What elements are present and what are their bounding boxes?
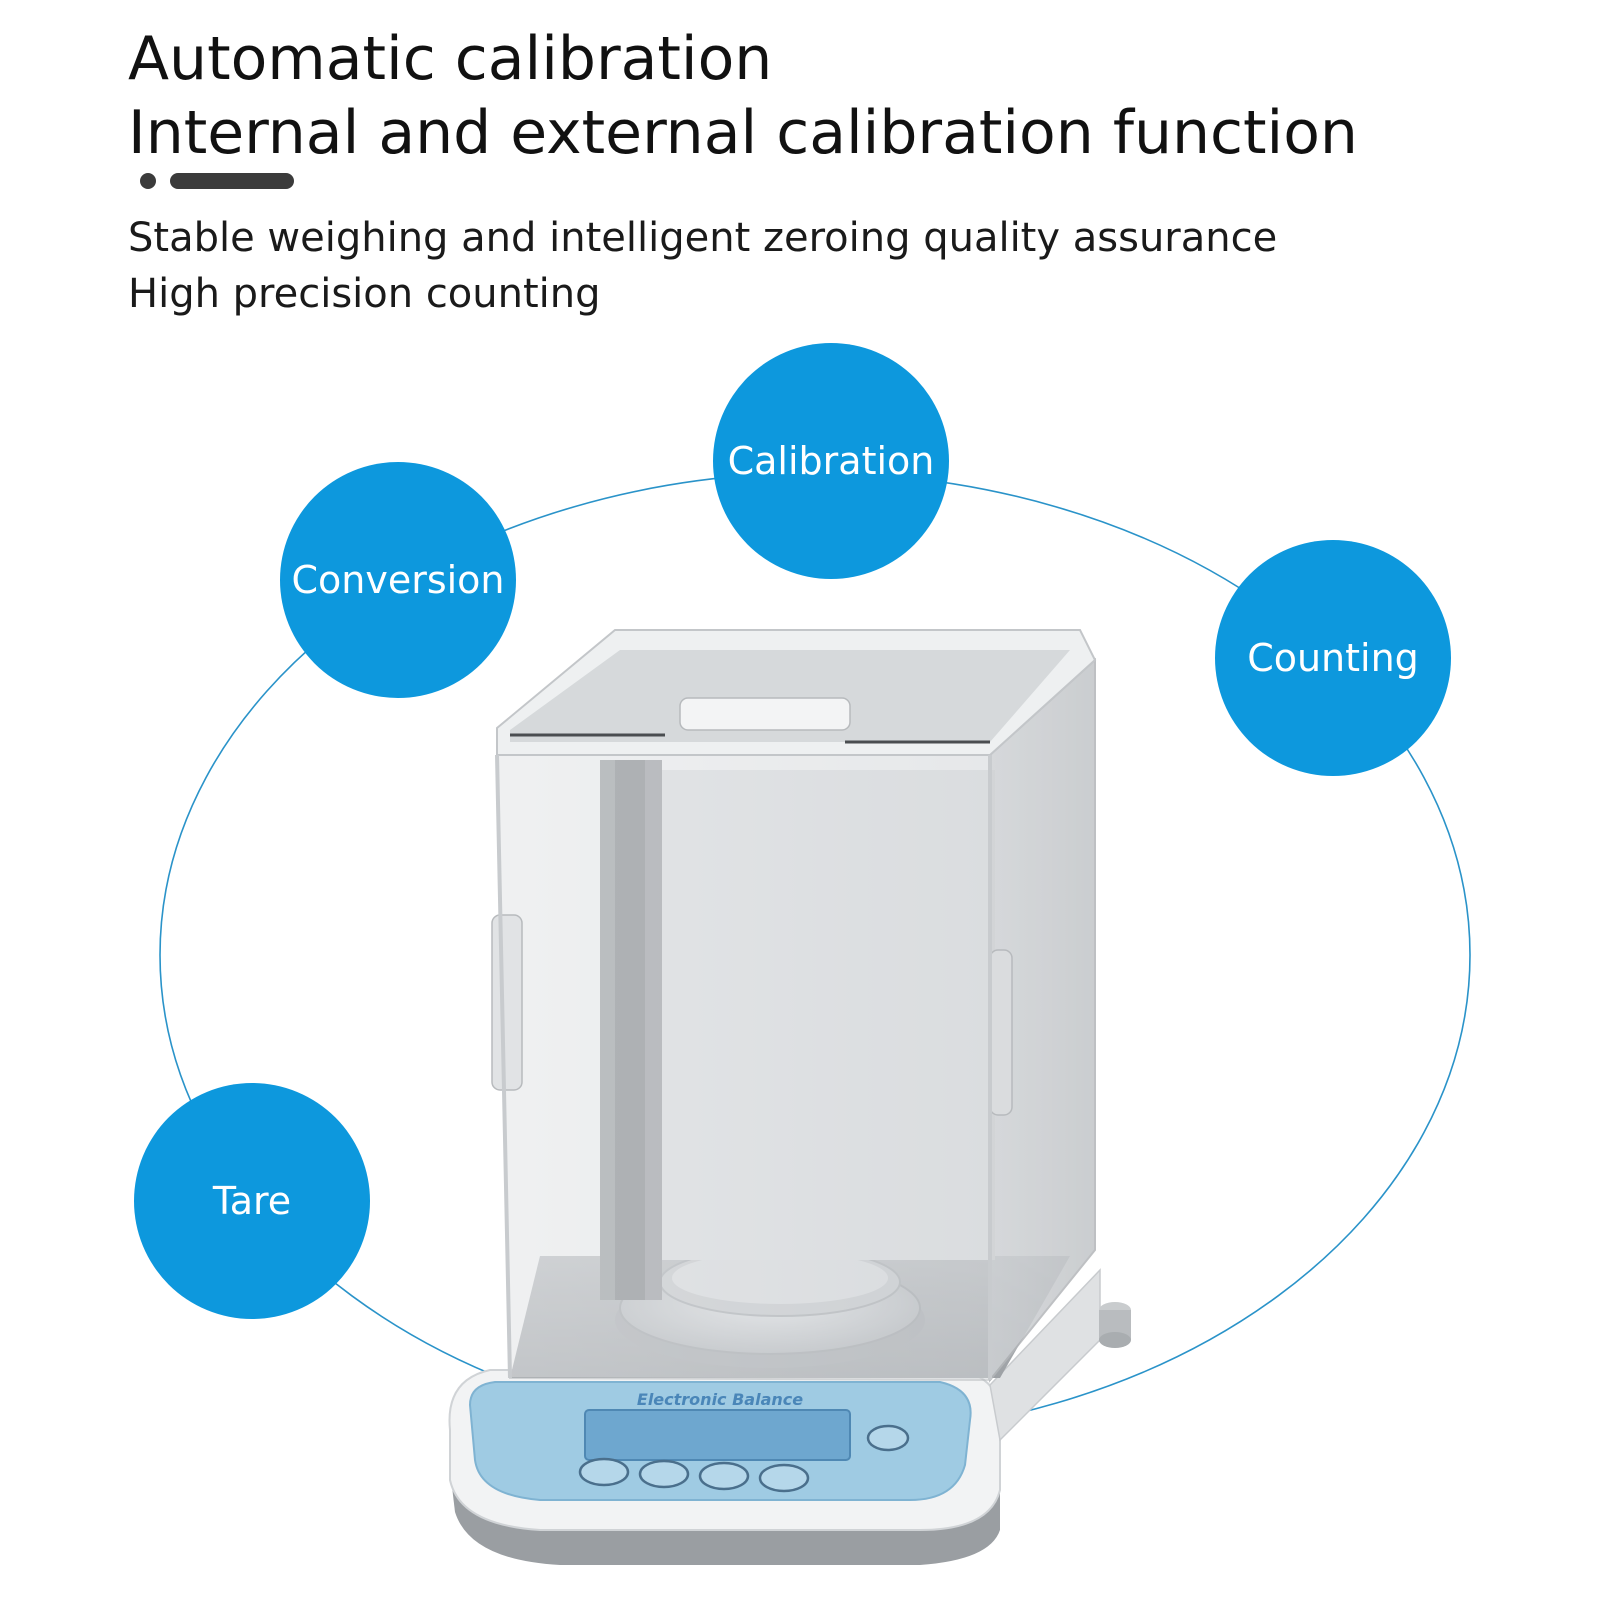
feature-calibration: Calibration: [713, 343, 949, 579]
headline-line-2: Internal and external calibration functi…: [128, 98, 1358, 168]
subheading: Stable weighing and intelligent zeroing …: [128, 210, 1277, 322]
divider-bar: [170, 173, 294, 189]
subheading-line-2: High precision counting: [128, 271, 601, 317]
feature-counting-label: Counting: [1247, 636, 1419, 680]
balance-panel-label: Electronic Balance: [637, 1390, 803, 1409]
heading-divider: [140, 171, 300, 191]
feature-conversion: Conversion: [280, 462, 516, 698]
headline: Automatic calibration Internal and exter…: [128, 22, 1358, 170]
balance-keypad: [578, 1424, 910, 1493]
feature-tare-label: Tare: [212, 1179, 292, 1223]
subheading-line-1: Stable weighing and intelligent zeroing …: [128, 215, 1278, 261]
feature-calibration-label: Calibration: [727, 439, 935, 483]
feature-tare: Tare: [134, 1083, 370, 1319]
divider-dot: [140, 173, 156, 189]
headline-line-1: Automatic calibration: [128, 24, 773, 94]
feature-conversion-label: Conversion: [291, 558, 505, 602]
feature-counting: Counting: [1215, 540, 1451, 776]
